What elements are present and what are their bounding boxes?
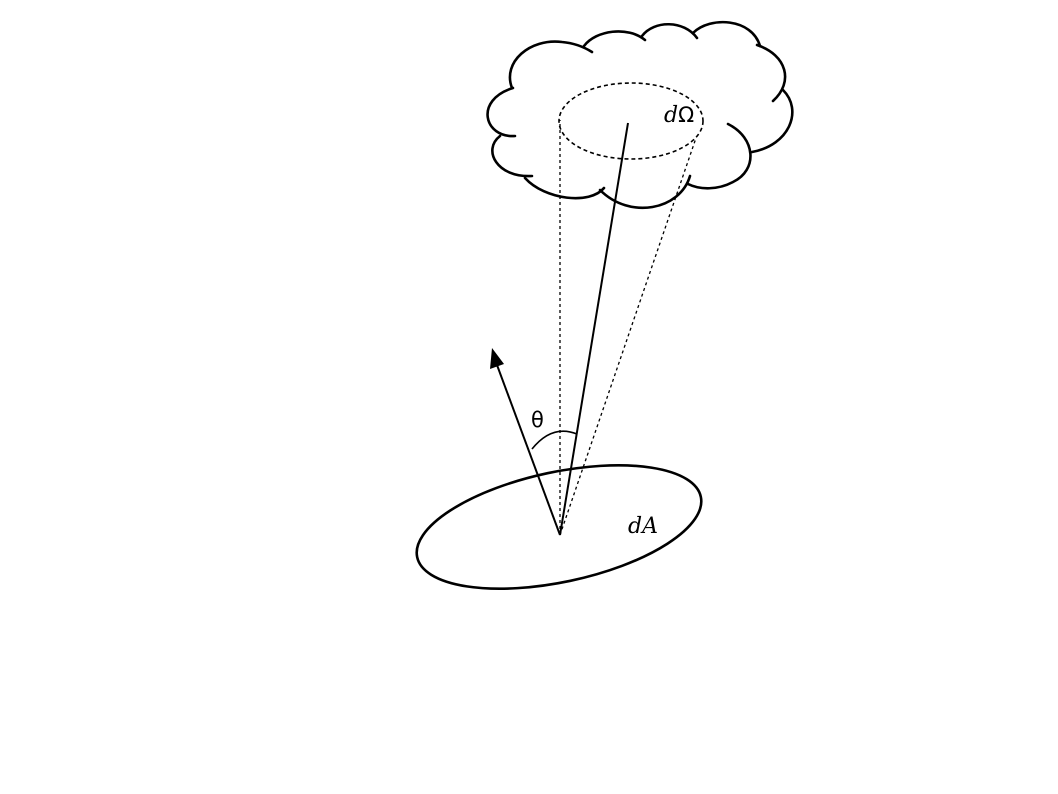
cloud-arc	[486, 86, 517, 138]
cloud-arc	[523, 176, 606, 200]
solid-angle-label-omega: Ω	[678, 103, 694, 127]
direction-line	[559, 122, 629, 536]
cloud	[486, 20, 794, 210]
cloud-arc	[686, 122, 752, 190]
cloud-arc	[640, 23, 699, 40]
solid-angle-ellipse	[558, 82, 704, 160]
cloud-arc	[598, 174, 692, 210]
solid-angle-label: dΩ	[664, 103, 694, 128]
cloud-arc	[750, 88, 794, 154]
normal-arrow-shaft	[496, 364, 561, 536]
cloud-arc	[491, 134, 534, 178]
cloud-arc	[582, 30, 647, 48]
angle-label: θ	[531, 408, 544, 432]
solid-angle-label-d: d	[664, 103, 678, 128]
cloud-arc	[508, 40, 594, 90]
angle-arc	[531, 430, 578, 450]
normal-arrow-head	[490, 348, 504, 369]
cone-edge-right	[559, 137, 697, 536]
area-element-ellipse	[415, 464, 703, 590]
cone-edges	[559, 120, 697, 536]
cloud-arc	[755, 43, 787, 103]
area-label: dA	[628, 514, 658, 539]
cloud-arc	[691, 20, 762, 48]
